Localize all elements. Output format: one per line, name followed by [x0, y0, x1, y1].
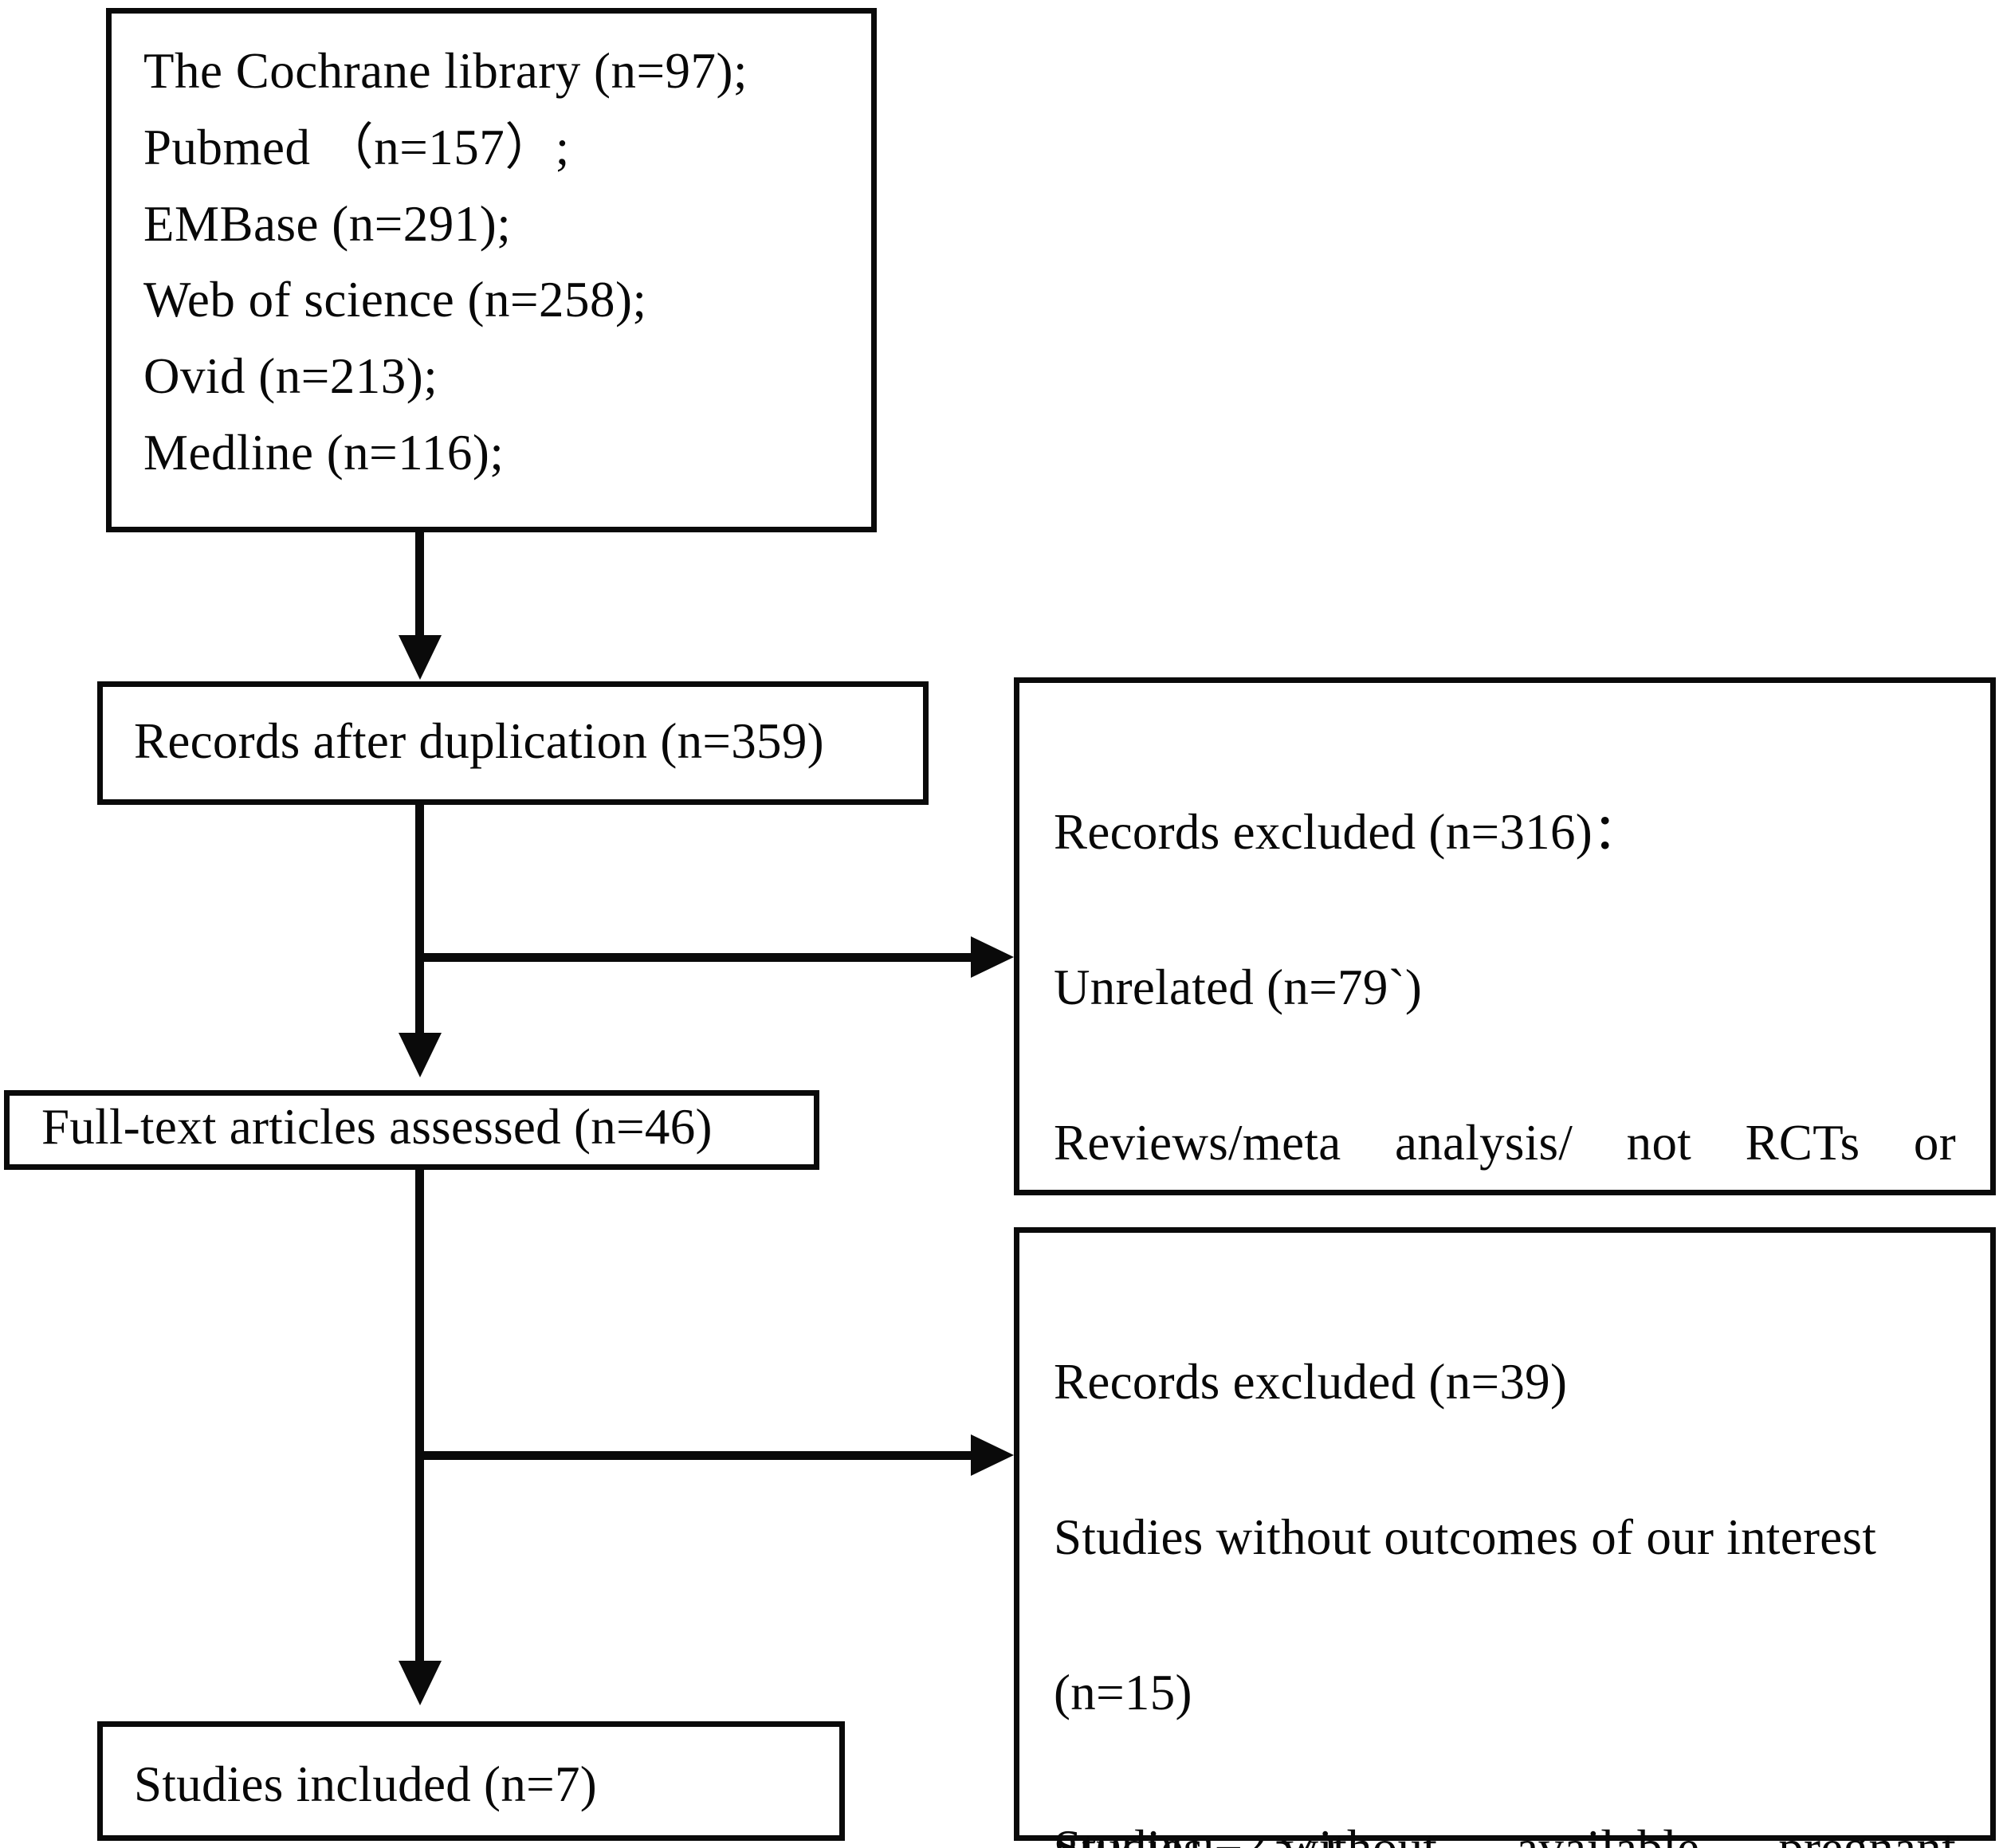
connector-line-records-to-excluded316 — [415, 953, 973, 962]
database-sources-text: The Cochrane library (n=97); Pubmed （n=1… — [143, 43, 748, 481]
records-excluded-39-box — [1014, 1227, 1996, 1841]
studies-included-box — [97, 1721, 845, 1841]
connector-line-records-to-fulltext — [415, 805, 424, 1036]
connector-line-fulltext-to-included — [415, 1170, 424, 1664]
records-excluded-316-heading: Records excluded (n=316)： — [1054, 803, 1644, 860]
full-text-articles-box — [4, 1090, 819, 1170]
arrow-right-records-to-excluded316 — [971, 936, 1014, 978]
records-excluded-316-box — [1014, 677, 1996, 1195]
records-excluded-39-reason2-line1: Studies without available pregnant — [1054, 1810, 1956, 1848]
records-after-duplication-box — [97, 681, 929, 805]
arrow-down-fulltext-to-included — [399, 1661, 442, 1705]
records-excluded-39-text: Records excluded (n=39) Studies without … — [1054, 1265, 1956, 1848]
records-excluded-39-reason1-line1: Studies without outcomes of our interest — [1054, 1509, 1877, 1565]
full-text-articles-text: Full-text articles assessed (n=46) — [41, 1099, 713, 1155]
records-excluded-39-reason1-line2: (n=15) — [1054, 1665, 1192, 1721]
connector-line-sources-to-records — [415, 532, 424, 638]
database-sources-box — [106, 8, 877, 532]
connector-line-fulltext-to-excluded39 — [415, 1451, 973, 1460]
records-excluded-316-unrelated: Unrelated (n=79`) — [1054, 959, 1423, 1015]
arrow-down-sources-to-records — [399, 635, 442, 680]
studies-included-text: Studies included (n=7) — [134, 1756, 598, 1812]
arrow-right-fulltext-to-excluded39 — [971, 1434, 1014, 1476]
records-excluded-39-heading: Records excluded (n=39) — [1054, 1353, 1568, 1410]
records-excluded-316-reason-line1: Reviews/meta analysis/ not RCTs or — [1054, 1115, 1956, 1171]
arrow-down-records-to-fulltext — [399, 1033, 442, 1077]
records-after-duplication-text: Records after duplication (n=359) — [134, 713, 824, 769]
